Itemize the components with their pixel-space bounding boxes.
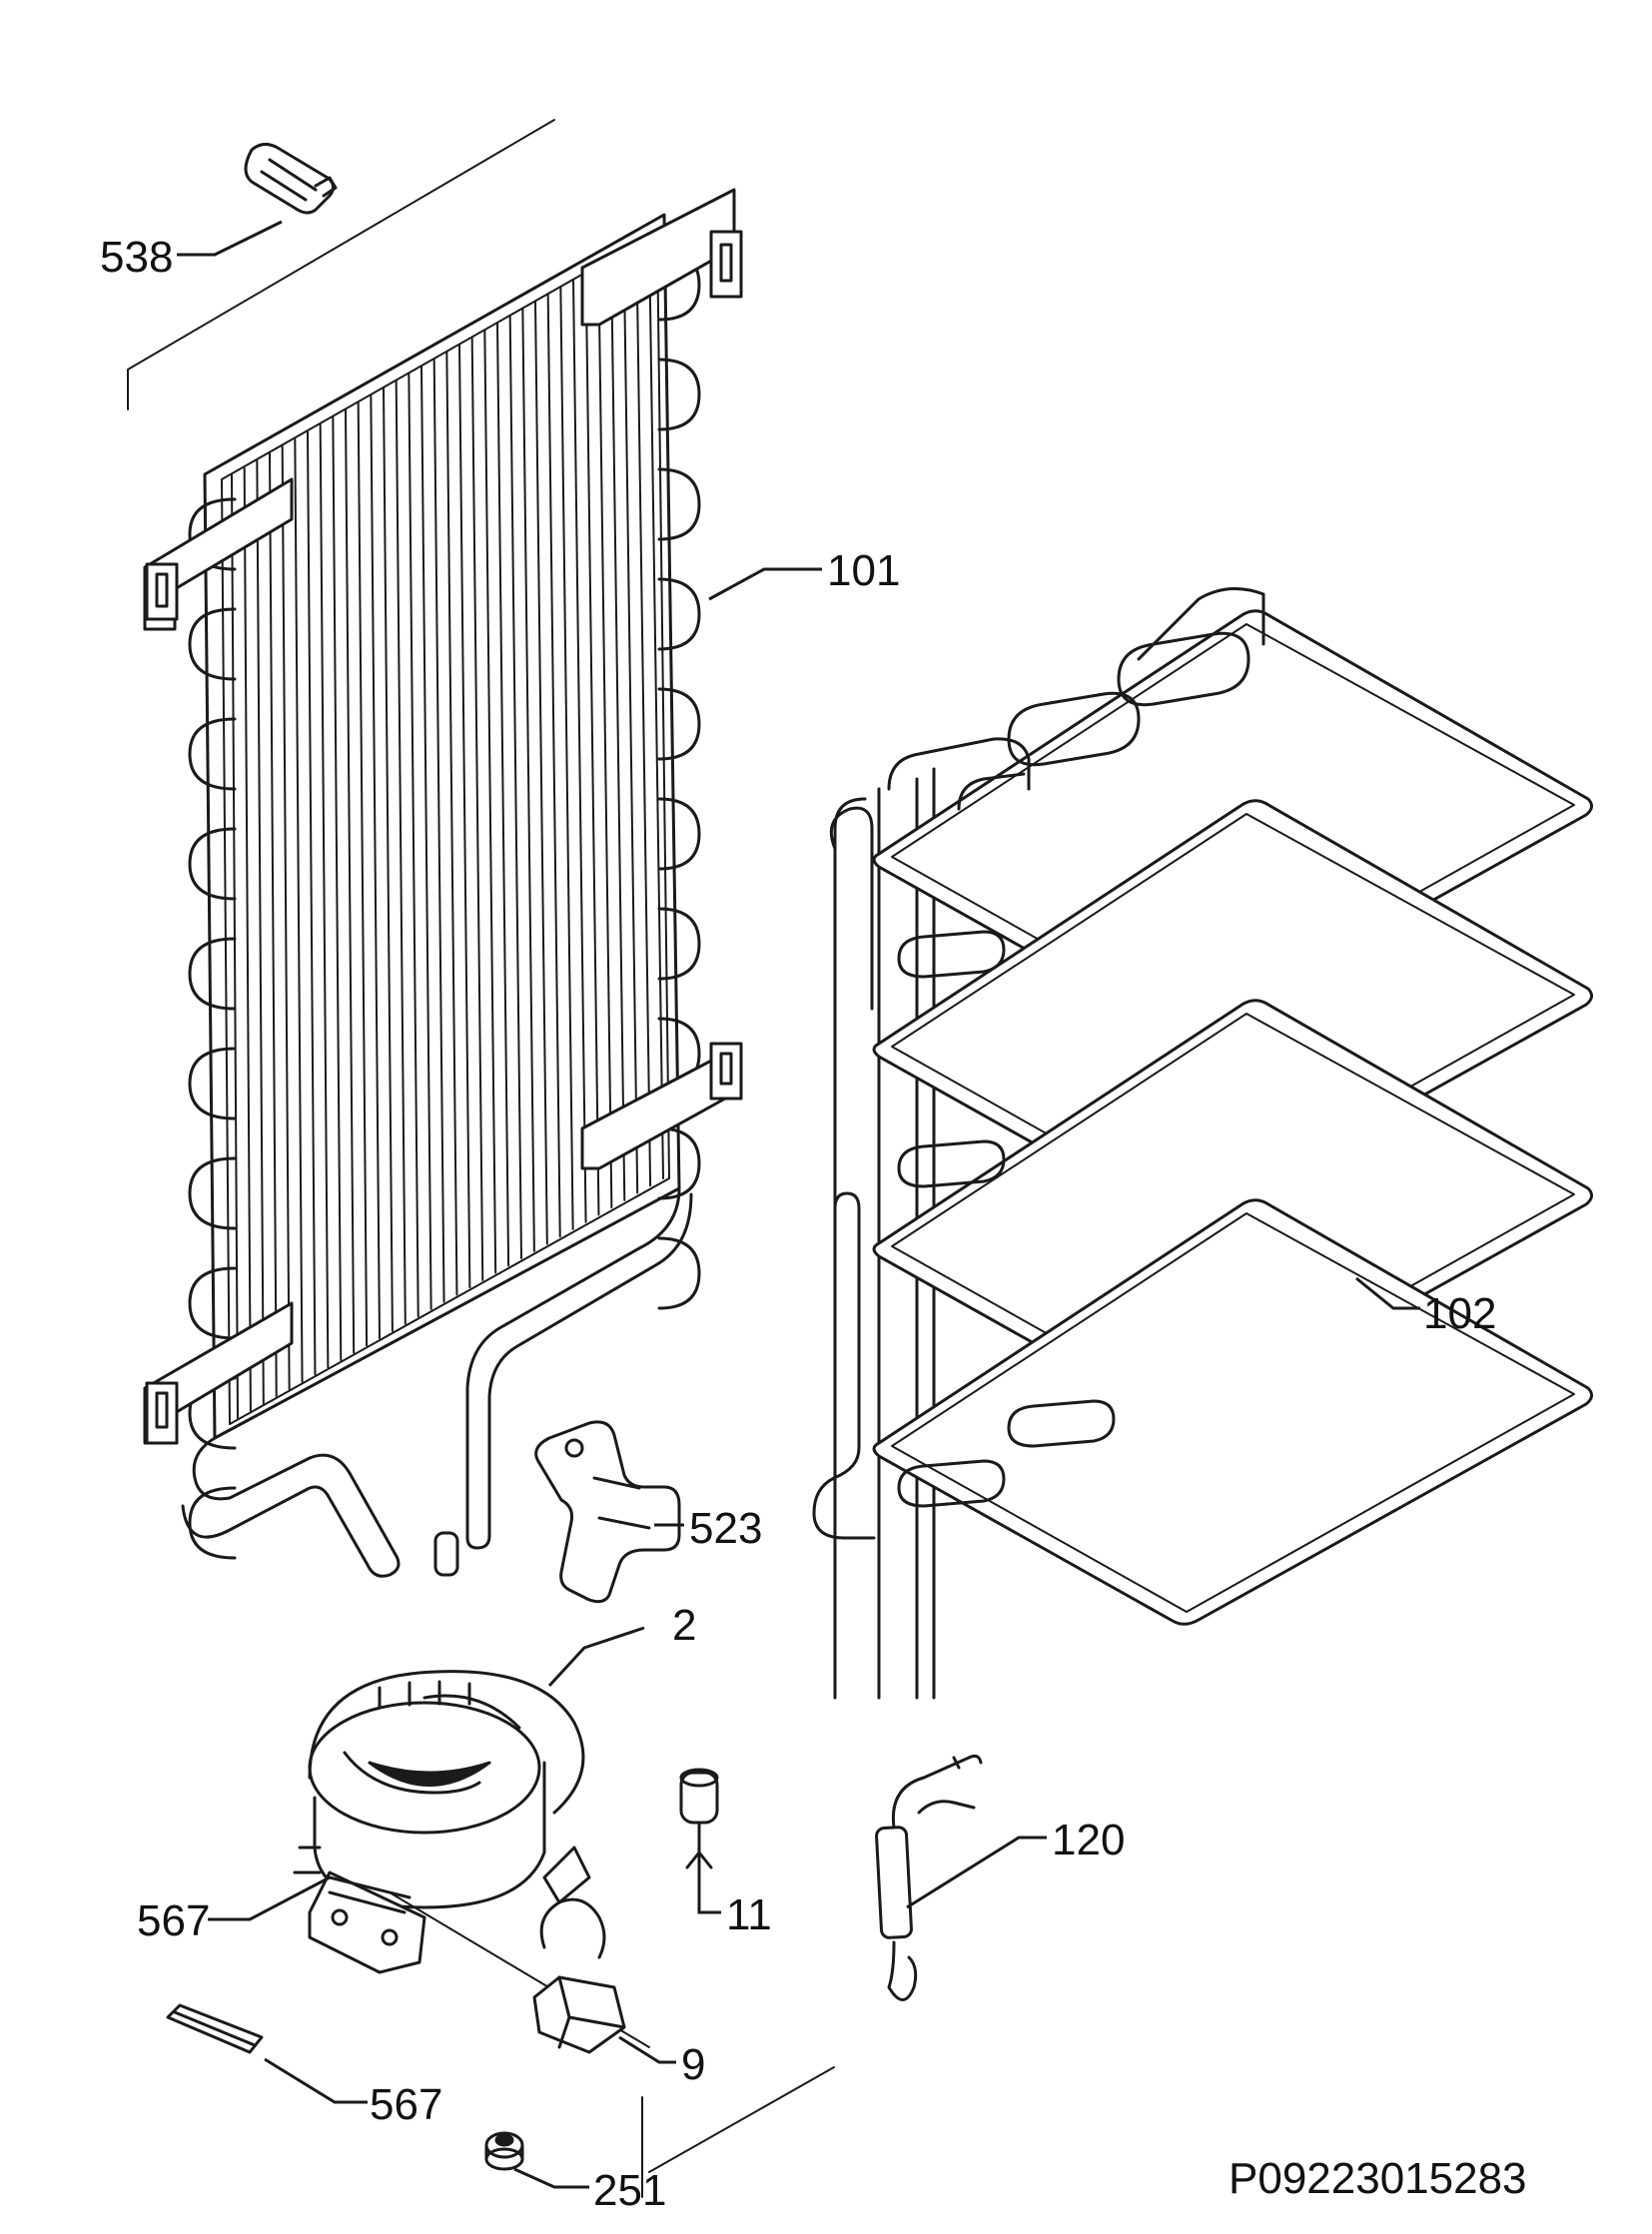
part-567-plate [166, 2003, 264, 2054]
condenser-loop [188, 717, 237, 791]
condenser-wire [534, 300, 548, 1245]
condenser-wire [458, 344, 471, 1289]
leader-lines [177, 220, 1420, 2189]
condenser-wire [610, 256, 626, 1201]
condenser-wire [483, 329, 497, 1274]
condenser-loop [188, 607, 237, 681]
condenser-loop [657, 907, 701, 981]
callout-567-compressor: 567 [137, 1896, 210, 1945]
condenser-loop [657, 467, 701, 541]
condenser-vertical-wires [231, 235, 664, 1419]
condenser-left-loops [188, 497, 237, 1560]
condenser-right-loops [657, 248, 701, 1310]
condenser-wire [432, 358, 445, 1303]
condenser-loop [657, 1236, 701, 1310]
condenser-loop [188, 1266, 237, 1340]
callout-251: 251 [593, 2166, 666, 2215]
condenser-wire [559, 285, 574, 1230]
condenser-wire [357, 401, 369, 1347]
condenser-loop [657, 687, 701, 761]
condenser-wire [269, 452, 278, 1398]
document-code: P09223015283 [1229, 2154, 1527, 2203]
part-251-grommet [484, 2131, 524, 2171]
condenser-wire [281, 444, 291, 1390]
condenser-wire [383, 386, 394, 1332]
callout-120: 120 [1052, 1816, 1125, 1864]
condenser-wire [243, 466, 252, 1412]
part-523-bracket [534, 1420, 681, 1604]
condenser-loop [188, 1047, 237, 1120]
part-2-compressor [293, 1670, 591, 1974]
condenser-wire [546, 293, 561, 1238]
condenser-wire [597, 264, 613, 1209]
callout-11: 11 [726, 1890, 772, 1939]
part-120-sensor [875, 1754, 983, 2001]
part-101-condenser [143, 188, 743, 1578]
condenser-wire [332, 415, 343, 1361]
condenser-wire [622, 249, 639, 1194]
callout-102: 102 [1423, 1289, 1496, 1338]
evaporator-plates [872, 609, 1593, 1626]
condenser-wire [231, 474, 239, 1419]
evaporator-plate [872, 1198, 1593, 1626]
condenser-wire [408, 372, 419, 1318]
condenser-loop [188, 827, 237, 901]
condenser-wire [572, 278, 587, 1223]
part-9-relay [532, 1897, 626, 2054]
condenser-wire [294, 437, 304, 1383]
callout-9: 9 [681, 2040, 705, 2089]
condenser-loop [188, 937, 237, 1011]
part-11-valve [679, 1768, 719, 1869]
part-538-clip [244, 143, 338, 215]
condenser-wire [445, 351, 458, 1296]
condenser-wire [420, 365, 432, 1310]
condenser-wire [345, 408, 356, 1354]
condenser-wire [395, 379, 407, 1325]
condenser-loop [657, 577, 701, 651]
condenser-loop [188, 1156, 237, 1230]
callout-567-plate: 567 [370, 2080, 442, 2129]
condenser-wire [307, 430, 317, 1376]
part-102-evaporator [812, 587, 1593, 1700]
callout-2: 2 [672, 1601, 696, 1650]
condenser-wire [470, 336, 484, 1281]
callout-538: 538 [100, 233, 173, 282]
condenser-wire [508, 315, 522, 1259]
condenser-wire [521, 307, 535, 1252]
condenser-wire [256, 459, 265, 1405]
condenser-wire [648, 235, 664, 1179]
callout-523: 523 [689, 1504, 762, 1553]
condenser-loop [657, 797, 701, 871]
condenser-wire [319, 423, 330, 1369]
evaporator-plate-edge [891, 1212, 1575, 1613]
condenser-loop [657, 358, 701, 431]
condenser-wire [635, 242, 652, 1187]
condenser-loop [188, 1486, 237, 1560]
condenser-wire [370, 394, 381, 1339]
condenser-wire [584, 271, 600, 1216]
callout-101: 101 [827, 546, 900, 595]
condenser-wire [496, 322, 510, 1267]
